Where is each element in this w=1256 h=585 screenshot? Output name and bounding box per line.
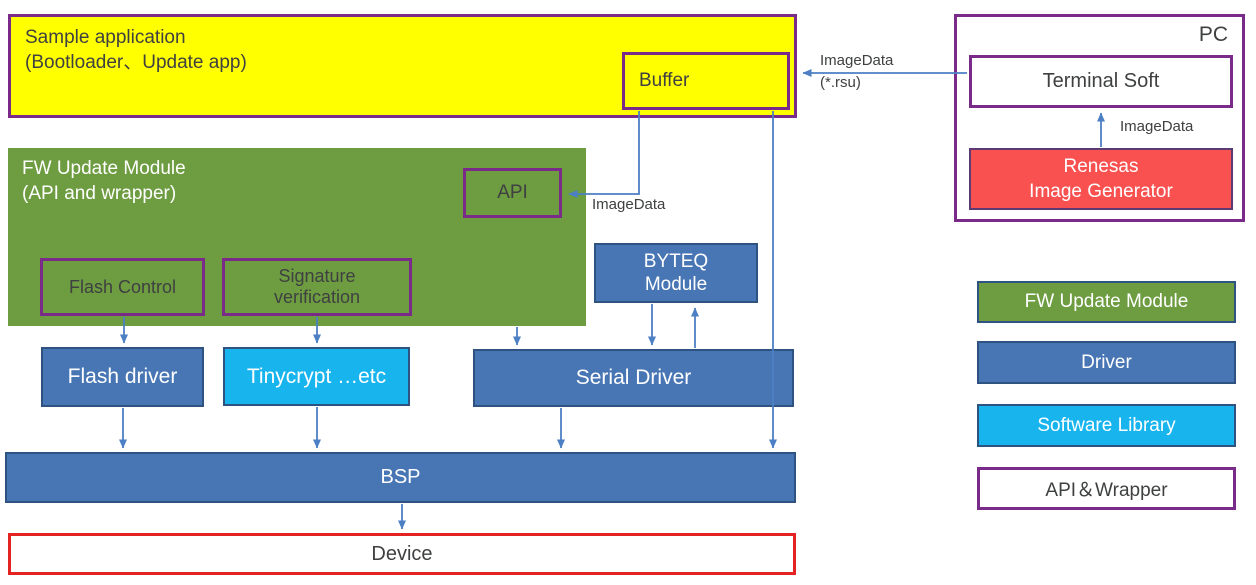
signature-line2: verification [273, 287, 361, 307]
signature-verification-label: Signature verification [274, 266, 360, 308]
imagedata-pc-label: ImageData [1120, 118, 1194, 135]
bsp-label: BSP [380, 466, 421, 488]
renesas-image-generator-box: Renesas Image Generator [969, 148, 1233, 210]
legend-software-library-label: Software Library [1037, 414, 1176, 436]
serial-driver-box: Serial Driver [473, 349, 794, 407]
renesas-line1: Renesas [1063, 156, 1139, 177]
flash-driver-label: Flash driver [67, 365, 178, 388]
api-box: API [463, 168, 562, 218]
tinycrypt-box: Tinycrypt …etc [223, 347, 410, 406]
tinycrypt-label: Tinycrypt …etc [246, 364, 387, 388]
byteq-line1: BYTEQ [643, 251, 709, 272]
sample-application-line2: (Bootloader、Update app) [25, 52, 247, 73]
legend-api-wrapper-label: API＆Wrapper [1045, 480, 1168, 501]
device-label: Device [371, 542, 433, 565]
pc-label: PC [1198, 23, 1228, 46]
device-box: Device [8, 533, 796, 575]
imagedata-api-label: ImageData [592, 196, 666, 213]
imagedata-rsu-line2: (*.rsu) [820, 74, 861, 91]
flash-control-label: Flash Control [68, 276, 177, 297]
signature-line1: Signature [278, 266, 356, 286]
flash-driver-box: Flash driver [41, 347, 204, 407]
byteq-line2: Module [644, 274, 708, 295]
byteq-module-box: BYTEQ Module [594, 243, 758, 303]
bsp-box: BSP [5, 452, 796, 503]
fw-update-module-line2: (API and wrapper) [22, 183, 177, 204]
serial-driver-label: Serial Driver [575, 366, 692, 389]
legend-software-library: Software Library [977, 404, 1236, 447]
renesas-image-generator-label: Renesas Image Generator [1029, 154, 1173, 204]
imagedata-rsu-line1: ImageData [820, 52, 894, 69]
fw-update-module-box: FW Update Module (API and wrapper) [8, 148, 586, 326]
legend-driver: Driver [977, 341, 1236, 384]
fw-update-module-label: FW Update Module (API and wrapper) [22, 156, 186, 206]
buffer-label: Buffer [639, 70, 690, 91]
terminal-soft-label: Terminal Soft [1042, 70, 1160, 92]
imagedata-rsu-label: ImageData (*.rsu) [820, 50, 893, 94]
legend-fw-update-module: FW Update Module [977, 281, 1236, 323]
flash-control-box: Flash Control [40, 258, 205, 316]
fw-update-module-line1: FW Update Module [22, 158, 186, 179]
byteq-module-label: BYTEQ Module [644, 250, 708, 296]
renesas-line2: Image Generator [1029, 181, 1173, 202]
api-label: API [497, 182, 528, 203]
legend-fw-update-module-label: FW Update Module [1024, 291, 1189, 312]
sample-application-line1: Sample application [25, 27, 186, 48]
legend-api-wrapper: API＆Wrapper [977, 467, 1236, 510]
signature-verification-box: Signature verification [222, 258, 412, 316]
sample-application-label: Sample application (Bootloader、Update ap… [25, 25, 247, 75]
terminal-soft-box: Terminal Soft [969, 55, 1233, 108]
legend-driver-label: Driver [1081, 351, 1132, 373]
buffer-box: Buffer [622, 52, 790, 110]
